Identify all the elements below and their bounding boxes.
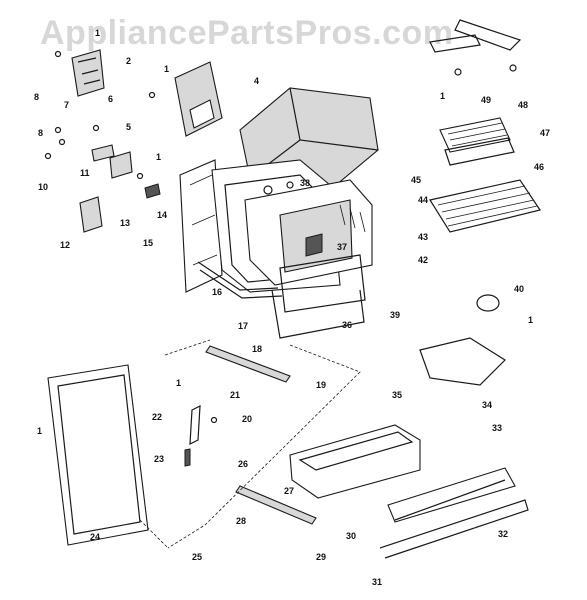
part-heat-shield xyxy=(174,61,223,137)
part-panel-39 xyxy=(271,289,365,339)
label-1f: 1 xyxy=(176,378,181,388)
label-34: 34 xyxy=(482,400,492,410)
part-door-frame-36 xyxy=(279,254,366,313)
label-23: 23 xyxy=(154,454,164,464)
part-side-panel-15 xyxy=(179,159,223,293)
label-17: 17 xyxy=(238,321,248,331)
label-49: 49 xyxy=(481,95,491,105)
label-45: 45 xyxy=(411,175,421,185)
part-small-brackets xyxy=(44,50,161,233)
part-oven-rack-46 xyxy=(429,179,541,233)
label-1b: 1 xyxy=(164,64,169,74)
part-rails-16-17 xyxy=(197,261,283,299)
part-rail-28 xyxy=(235,485,317,525)
part-element-34 xyxy=(419,337,506,386)
label-6: 6 xyxy=(108,94,113,104)
label-19: 19 xyxy=(316,380,326,390)
label-21: 21 xyxy=(230,390,240,400)
label-1d: 1 xyxy=(440,91,445,101)
label-27: 27 xyxy=(284,486,294,496)
label-39: 39 xyxy=(390,310,400,320)
label-29: 29 xyxy=(316,552,326,562)
label-33: 33 xyxy=(492,423,502,433)
label-1g: 1 xyxy=(37,426,42,436)
label-22: 22 xyxy=(152,412,162,422)
label-26: 26 xyxy=(238,459,248,469)
part-broil-pan-45-47 xyxy=(439,117,515,166)
label-20: 20 xyxy=(242,414,252,424)
part-pieces-48-49 xyxy=(429,19,522,76)
label-15: 15 xyxy=(143,238,153,248)
label-42: 42 xyxy=(418,255,428,265)
label-38: 38 xyxy=(300,178,310,188)
part-hinge-bar-19 xyxy=(205,345,291,383)
label-2: 2 xyxy=(126,56,131,66)
label-1e: 1 xyxy=(528,315,533,325)
label-10: 10 xyxy=(38,182,48,192)
label-13: 13 xyxy=(120,218,130,228)
label-5: 5 xyxy=(126,122,131,132)
label-44: 44 xyxy=(418,195,428,205)
label-25: 25 xyxy=(192,552,202,562)
label-14: 14 xyxy=(157,210,167,220)
label-24: 24 xyxy=(90,532,100,542)
label-18: 18 xyxy=(252,344,262,354)
label-1a: 1 xyxy=(95,28,100,38)
part-labels: 1 2 1 4 8 7 6 5 8 10 11 1 13 12 14 15 16… xyxy=(34,28,550,587)
label-30: 30 xyxy=(346,531,356,541)
leader-lines xyxy=(139,339,361,549)
label-4: 4 xyxy=(254,76,259,86)
label-32: 32 xyxy=(498,529,508,539)
label-43: 43 xyxy=(418,232,428,242)
label-16: 16 xyxy=(212,287,222,297)
part-ring-40 xyxy=(476,294,500,312)
label-47: 47 xyxy=(540,128,550,138)
part-drawer-front-31-32 xyxy=(379,467,529,559)
label-36: 36 xyxy=(342,320,352,330)
part-bracket-2 xyxy=(71,49,105,97)
part-drawer-35 xyxy=(289,424,421,499)
label-7: 7 xyxy=(64,100,69,110)
label-8b: 8 xyxy=(38,128,43,138)
part-hinge-21-22-23 xyxy=(184,404,218,467)
label-28: 28 xyxy=(236,516,246,526)
label-1c: 1 xyxy=(156,152,161,162)
label-12: 12 xyxy=(60,240,70,250)
watermark-text: AppliancePartsPros.com xyxy=(40,14,454,52)
label-31: 31 xyxy=(372,577,382,587)
label-48: 48 xyxy=(518,100,528,110)
label-11: 11 xyxy=(80,168,90,178)
label-8a: 8 xyxy=(34,92,39,102)
part-door-24 xyxy=(47,364,149,546)
label-46: 46 xyxy=(534,162,544,172)
label-35: 35 xyxy=(392,390,402,400)
label-40: 40 xyxy=(514,284,524,294)
label-37: 37 xyxy=(337,242,347,252)
